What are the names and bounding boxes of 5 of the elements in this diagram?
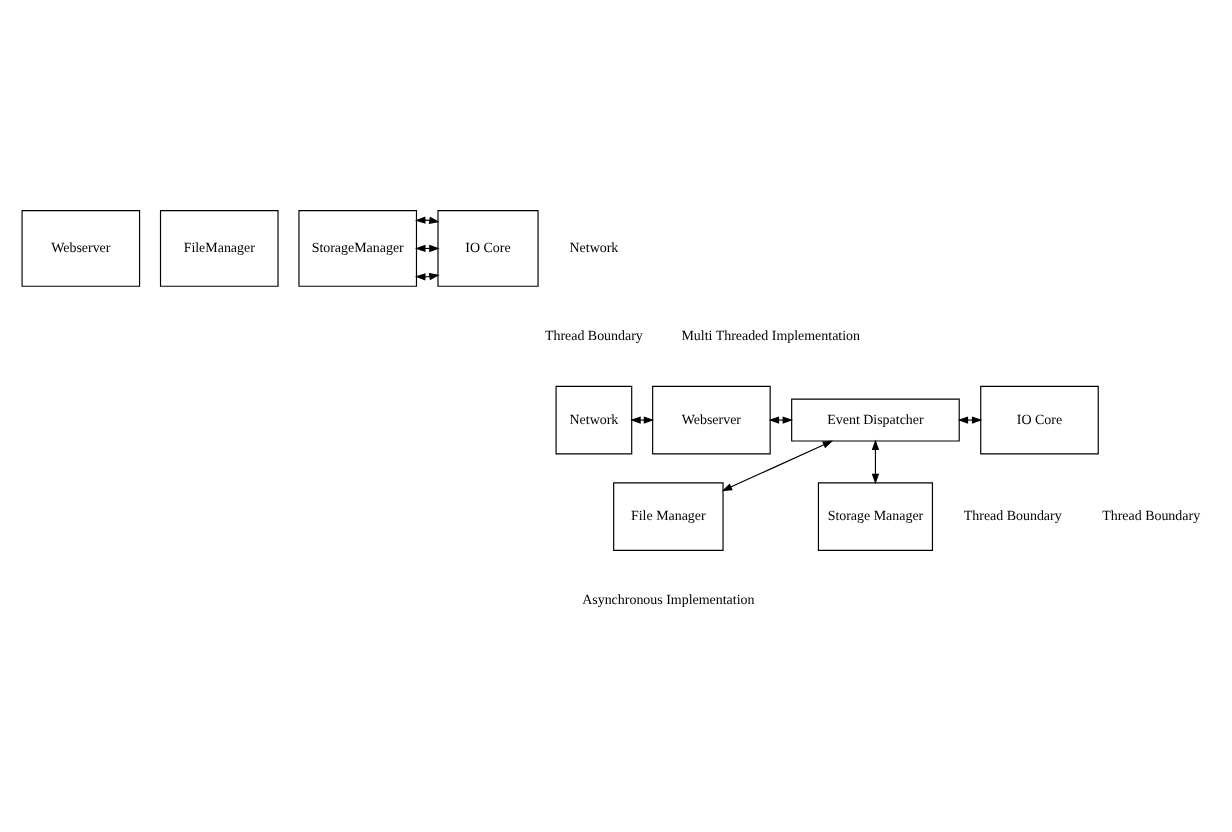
arrow <box>630 416 655 424</box>
arrow <box>721 440 834 492</box>
arrow <box>871 439 880 485</box>
arrow <box>768 416 794 424</box>
arrow <box>957 416 983 424</box>
